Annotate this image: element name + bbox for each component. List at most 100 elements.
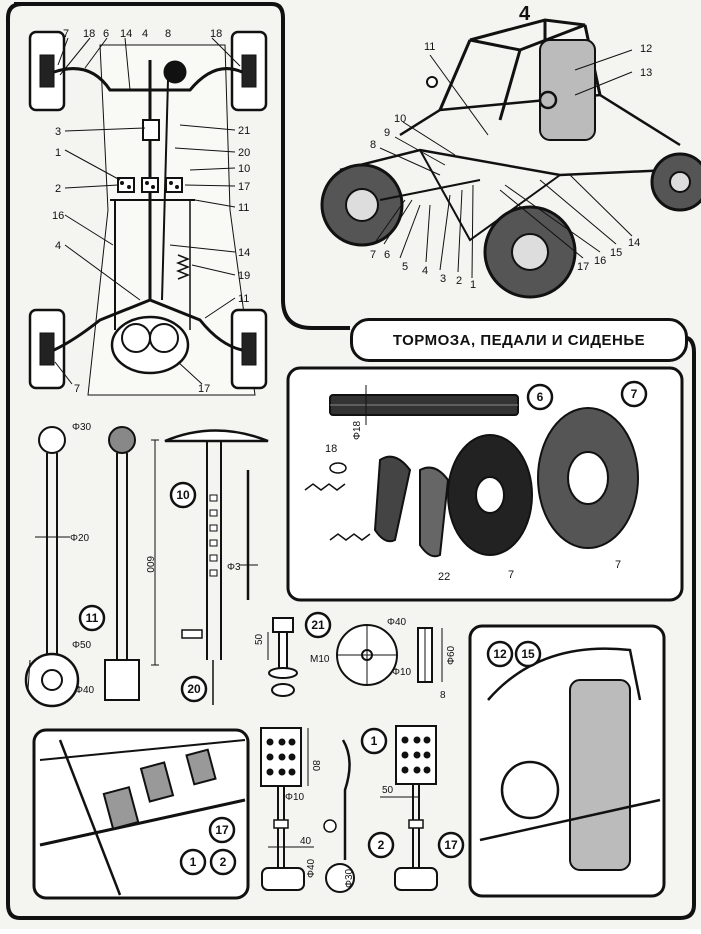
chassis-label: 14	[120, 28, 132, 40]
plate-label: 7	[508, 569, 514, 581]
chassis-label: 21	[238, 125, 250, 137]
buggy-label: 17	[577, 261, 589, 273]
chassis-label: 19	[238, 270, 250, 282]
buggy-labels: 11 12 13 10 9 8 7 6 5 4 3 2 1 17 16 15 1…	[370, 41, 652, 291]
badge-11: 11	[86, 611, 99, 625]
pulley-dim-8: 8	[440, 690, 446, 701]
chassis-label: 7	[63, 28, 69, 40]
lever-dim-d30: Φ30	[72, 422, 92, 433]
brake-labels: Φ18 18 22 7 7	[325, 420, 621, 583]
chassis-label: 14	[238, 247, 250, 259]
seat-sketch	[539, 39, 596, 141]
pedal-dim-40: 40	[300, 836, 312, 847]
badge-17-pedal: 17	[444, 838, 458, 852]
badge-2: 2	[220, 855, 227, 869]
badge-1: 1	[190, 855, 197, 869]
chassis-label: 2	[55, 183, 61, 195]
buggy-label: 7	[370, 249, 376, 261]
chassis-label: 20	[238, 147, 250, 159]
buggy-illustration	[320, 18, 701, 299]
buggy-label: 9	[384, 127, 390, 139]
pulley-dim-d10: Φ10	[392, 667, 412, 678]
chassis-label: 1	[55, 147, 61, 159]
seat-photo	[479, 647, 661, 871]
buggy-label: 5	[402, 261, 408, 273]
pulley-drawing	[336, 624, 443, 686]
chassis-label: 3	[55, 126, 61, 138]
drum-label: 7	[615, 559, 621, 571]
buggy-label: 3	[440, 273, 446, 285]
lever-dim-600: 600	[144, 556, 155, 573]
chassis-label: 16	[52, 210, 64, 222]
pedal-dim-80: 80	[310, 760, 321, 772]
buggy-label: 14	[628, 237, 640, 249]
badge-1-pedal: 1	[371, 734, 378, 748]
bolt-dim-m10: M10	[310, 654, 330, 665]
pedal-dim-d30: Φ30	[344, 868, 355, 888]
chassis-labels: 7 18 6 14 4 8 18 3 21 20 10 1 2 17 11 16…	[52, 28, 250, 395]
brake-parts	[304, 385, 639, 558]
hose-dim: Φ18	[352, 420, 363, 440]
chassis-label: 17	[198, 383, 210, 395]
shoe-label: 22	[438, 571, 450, 583]
buggy-label: 4	[422, 265, 428, 277]
spring-label: 18	[325, 443, 337, 455]
bolt-dims: 50 M10	[254, 633, 330, 665]
buggy-label: 13	[640, 67, 652, 79]
chassis-label: 8	[165, 28, 171, 40]
handle-10-drawing	[164, 429, 269, 705]
badge-12: 12	[493, 647, 507, 661]
pulley-dim-d40: Φ40	[387, 617, 407, 628]
pedal-photo	[39, 739, 246, 896]
chassis-label: 11	[238, 293, 249, 305]
chassis-label: 10	[238, 163, 250, 175]
rod-dim-d3: Φ3	[227, 562, 241, 573]
pedal-dim-d40: Φ40	[306, 858, 317, 878]
chassis-label: 11	[238, 202, 249, 214]
pedal-dims: 80 Φ10 40 Φ40 Φ30 50	[285, 760, 394, 888]
chassis-label: 6	[103, 28, 109, 40]
bolt-21-drawing	[267, 617, 298, 697]
chassis-schematic	[28, 30, 268, 396]
bolt-dim-50: 50	[254, 633, 265, 645]
chassis-label: 4	[55, 240, 61, 252]
lever-drawings	[24, 426, 159, 708]
badge-17: 17	[215, 823, 229, 837]
page-number: 4	[519, 3, 531, 25]
lever-dim-d20: Φ20	[70, 533, 90, 544]
lever-dim-d40: Φ40	[75, 685, 95, 696]
pedal-dim-50: 50	[382, 785, 394, 796]
chassis-label: 17	[238, 181, 250, 193]
part-badges: 6 7 10 11 20 21 12 15 17 1 2 1 2 17	[78, 380, 648, 876]
lever-dim-d50: Φ50	[72, 640, 92, 651]
pedal-drawings	[260, 725, 438, 893]
buggy-label: 8	[370, 139, 376, 151]
buggy-label: 10	[394, 113, 406, 125]
pulley-dim-d60: Φ60	[446, 645, 457, 665]
badge-6: 6	[537, 390, 544, 404]
buggy-label: 15	[610, 247, 622, 259]
pedal-dim-d10: Φ10	[285, 792, 305, 803]
lever-dims: Φ30 Φ20 Φ50 Φ40 600	[70, 422, 155, 696]
badge-15: 15	[521, 647, 535, 661]
outer-frame-top	[14, 1, 350, 330]
chassis-label: 4	[142, 28, 148, 40]
chassis-label: 7	[74, 383, 80, 395]
buggy-label: 1	[470, 279, 476, 291]
buggy-label: 6	[384, 249, 390, 261]
badge-21: 21	[311, 618, 325, 632]
badge-20: 20	[187, 682, 201, 696]
pulley-dims: Φ40 Φ10 Φ60 8	[387, 617, 457, 701]
page-title: ТОРМОЗА, ПЕДАЛИ И СИДЕНЬЕ	[350, 318, 688, 362]
badge-2-pedal: 2	[378, 838, 385, 852]
buggy-label: 2	[456, 275, 462, 287]
buggy-label: 16	[594, 255, 606, 267]
buggy-label: 12	[640, 43, 652, 55]
chassis-label: 18	[83, 28, 95, 40]
buggy-label: 11	[424, 41, 435, 53]
outer-frame-side	[6, 2, 696, 920]
brake-shoe	[373, 455, 412, 543]
chassis-label: 18	[210, 28, 222, 40]
